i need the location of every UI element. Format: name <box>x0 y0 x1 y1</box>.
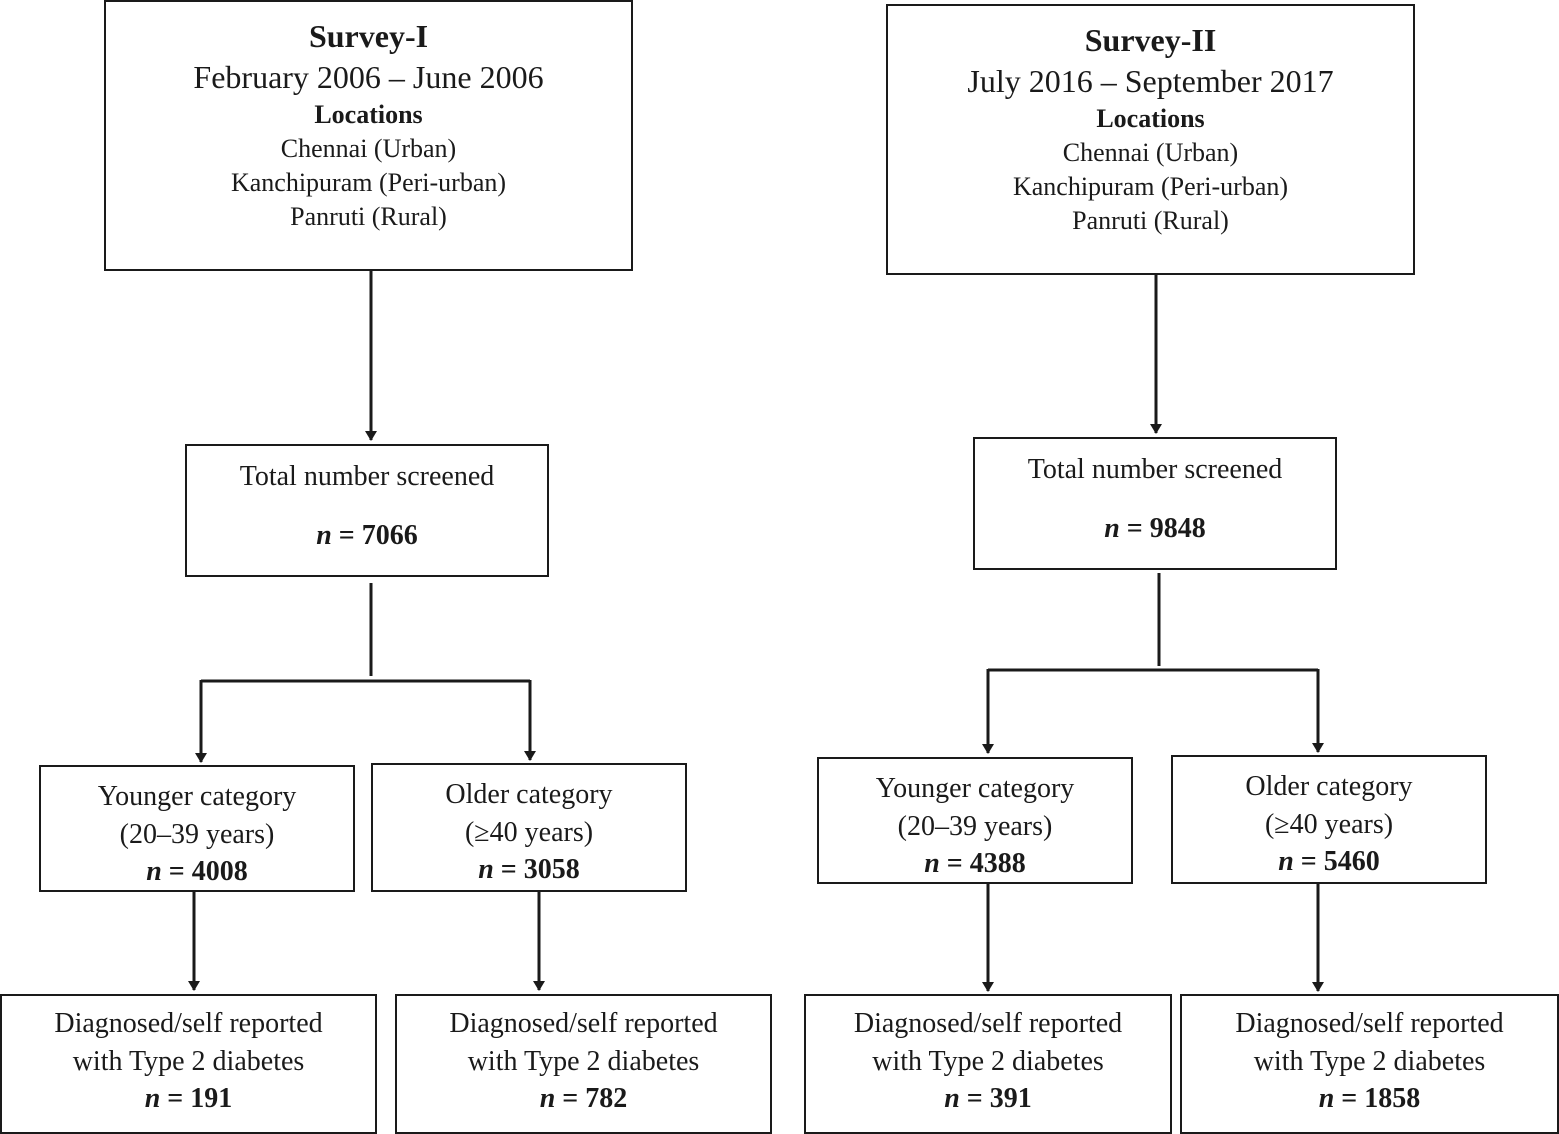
category-range: (20–39 years) <box>119 819 275 850</box>
category-label: Older category <box>445 779 613 810</box>
location-item: Panruti (Rural) <box>1072 206 1229 235</box>
locations-heading: Locations <box>314 100 423 129</box>
screened-count: n = 7066 <box>316 520 418 551</box>
survey-dates: July 2016 – September 2017 <box>967 63 1334 99</box>
diabetes-count: n = 782 <box>539 1083 628 1114</box>
diabetes-label: Diagnosed/self reported <box>1235 1008 1504 1039</box>
category-count: n = 5460 <box>1278 846 1380 877</box>
survey2-header-box: Survey-II July 2016 – September 2017 Loc… <box>886 4 1415 275</box>
diabetes-count: n = 191 <box>144 1083 233 1114</box>
location-item: Panruti (Rural) <box>290 202 447 231</box>
category-range: (20–39 years) <box>897 811 1053 842</box>
location-item: Chennai (Urban) <box>1062 138 1239 167</box>
survey1-header-box: Survey-I February 2006 – June 2006 Locat… <box>104 0 633 271</box>
diabetes-label: with Type 2 diabetes <box>1253 1046 1486 1077</box>
category-range: (≥40 years) <box>464 817 594 848</box>
survey-title: Survey-I <box>308 18 429 54</box>
category-label: Older category <box>1245 771 1413 802</box>
survey2-younger-box: Younger category (20–39 years) n = 4388 <box>817 757 1133 884</box>
screened-label: Total number screened <box>1027 454 1283 485</box>
survey2-older-diabetes-box: Diagnosed/self reported with Type 2 diab… <box>1180 994 1559 1134</box>
survey1-older-diabetes-box: Diagnosed/self reported with Type 2 diab… <box>395 994 772 1134</box>
diabetes-label: Diagnosed/self reported <box>449 1008 718 1039</box>
survey-title: Survey-II <box>1084 22 1217 58</box>
screened-label: Total number screened <box>239 461 495 492</box>
diabetes-label: with Type 2 diabetes <box>72 1046 305 1077</box>
survey1-older-box: Older category (≥40 years) n = 3058 <box>371 763 687 892</box>
diabetes-count: n = 391 <box>944 1083 1032 1114</box>
survey-dates: February 2006 – June 2006 <box>193 59 544 95</box>
diabetes-label: with Type 2 diabetes <box>872 1046 1104 1077</box>
category-count: n = 4388 <box>924 848 1026 879</box>
screened-count: n = 9848 <box>1104 513 1206 544</box>
survey2-screened-box: Total number screened n = 9848 <box>973 437 1337 570</box>
diabetes-count: n = 1858 <box>1318 1083 1421 1114</box>
location-item: Kanchipuram (Peri-urban) <box>1012 172 1289 201</box>
survey1-screened-box: Total number screened n = 7066 <box>185 444 549 577</box>
survey2-older-box: Older category (≥40 years) n = 5460 <box>1171 755 1487 884</box>
locations-heading: Locations <box>1096 104 1205 133</box>
survey2-younger-diabetes-box: Diagnosed/self reported with Type 2 diab… <box>804 994 1172 1134</box>
location-item: Chennai (Urban) <box>280 134 457 163</box>
category-label: Younger category <box>875 773 1075 804</box>
category-count: n = 4008 <box>146 856 248 887</box>
category-range: (≥40 years) <box>1264 809 1394 840</box>
category-count: n = 3058 <box>478 854 580 885</box>
survey1-younger-diabetes-box: Diagnosed/self reported with Type 2 diab… <box>0 994 377 1134</box>
diabetes-label: Diagnosed/self reported <box>54 1008 323 1039</box>
survey1-younger-box: Younger category (20–39 years) n = 4008 <box>39 765 355 892</box>
category-label: Younger category <box>97 781 297 812</box>
diabetes-label: Diagnosed/self reported <box>853 1008 1123 1039</box>
diabetes-label: with Type 2 diabetes <box>467 1046 700 1077</box>
location-item: Kanchipuram (Peri-urban) <box>230 168 507 197</box>
